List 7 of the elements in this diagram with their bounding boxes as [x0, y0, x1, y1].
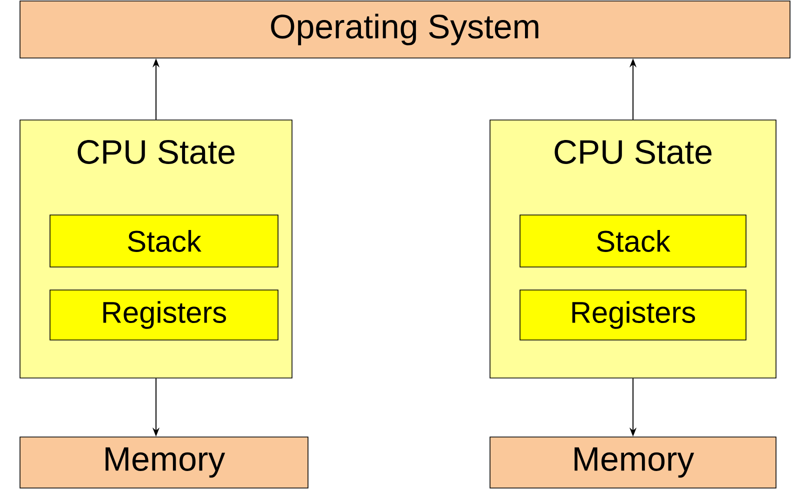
system-bar: Operating System — [20, 0, 790, 58]
stack-box: Stack — [520, 214, 746, 268]
registers-box: Registers — [50, 290, 278, 340]
memory-box: Memory — [20, 436, 308, 488]
stack-box: Stack — [50, 214, 278, 268]
registers-box: Registers — [520, 290, 746, 340]
memory-box: Memory — [490, 436, 776, 488]
